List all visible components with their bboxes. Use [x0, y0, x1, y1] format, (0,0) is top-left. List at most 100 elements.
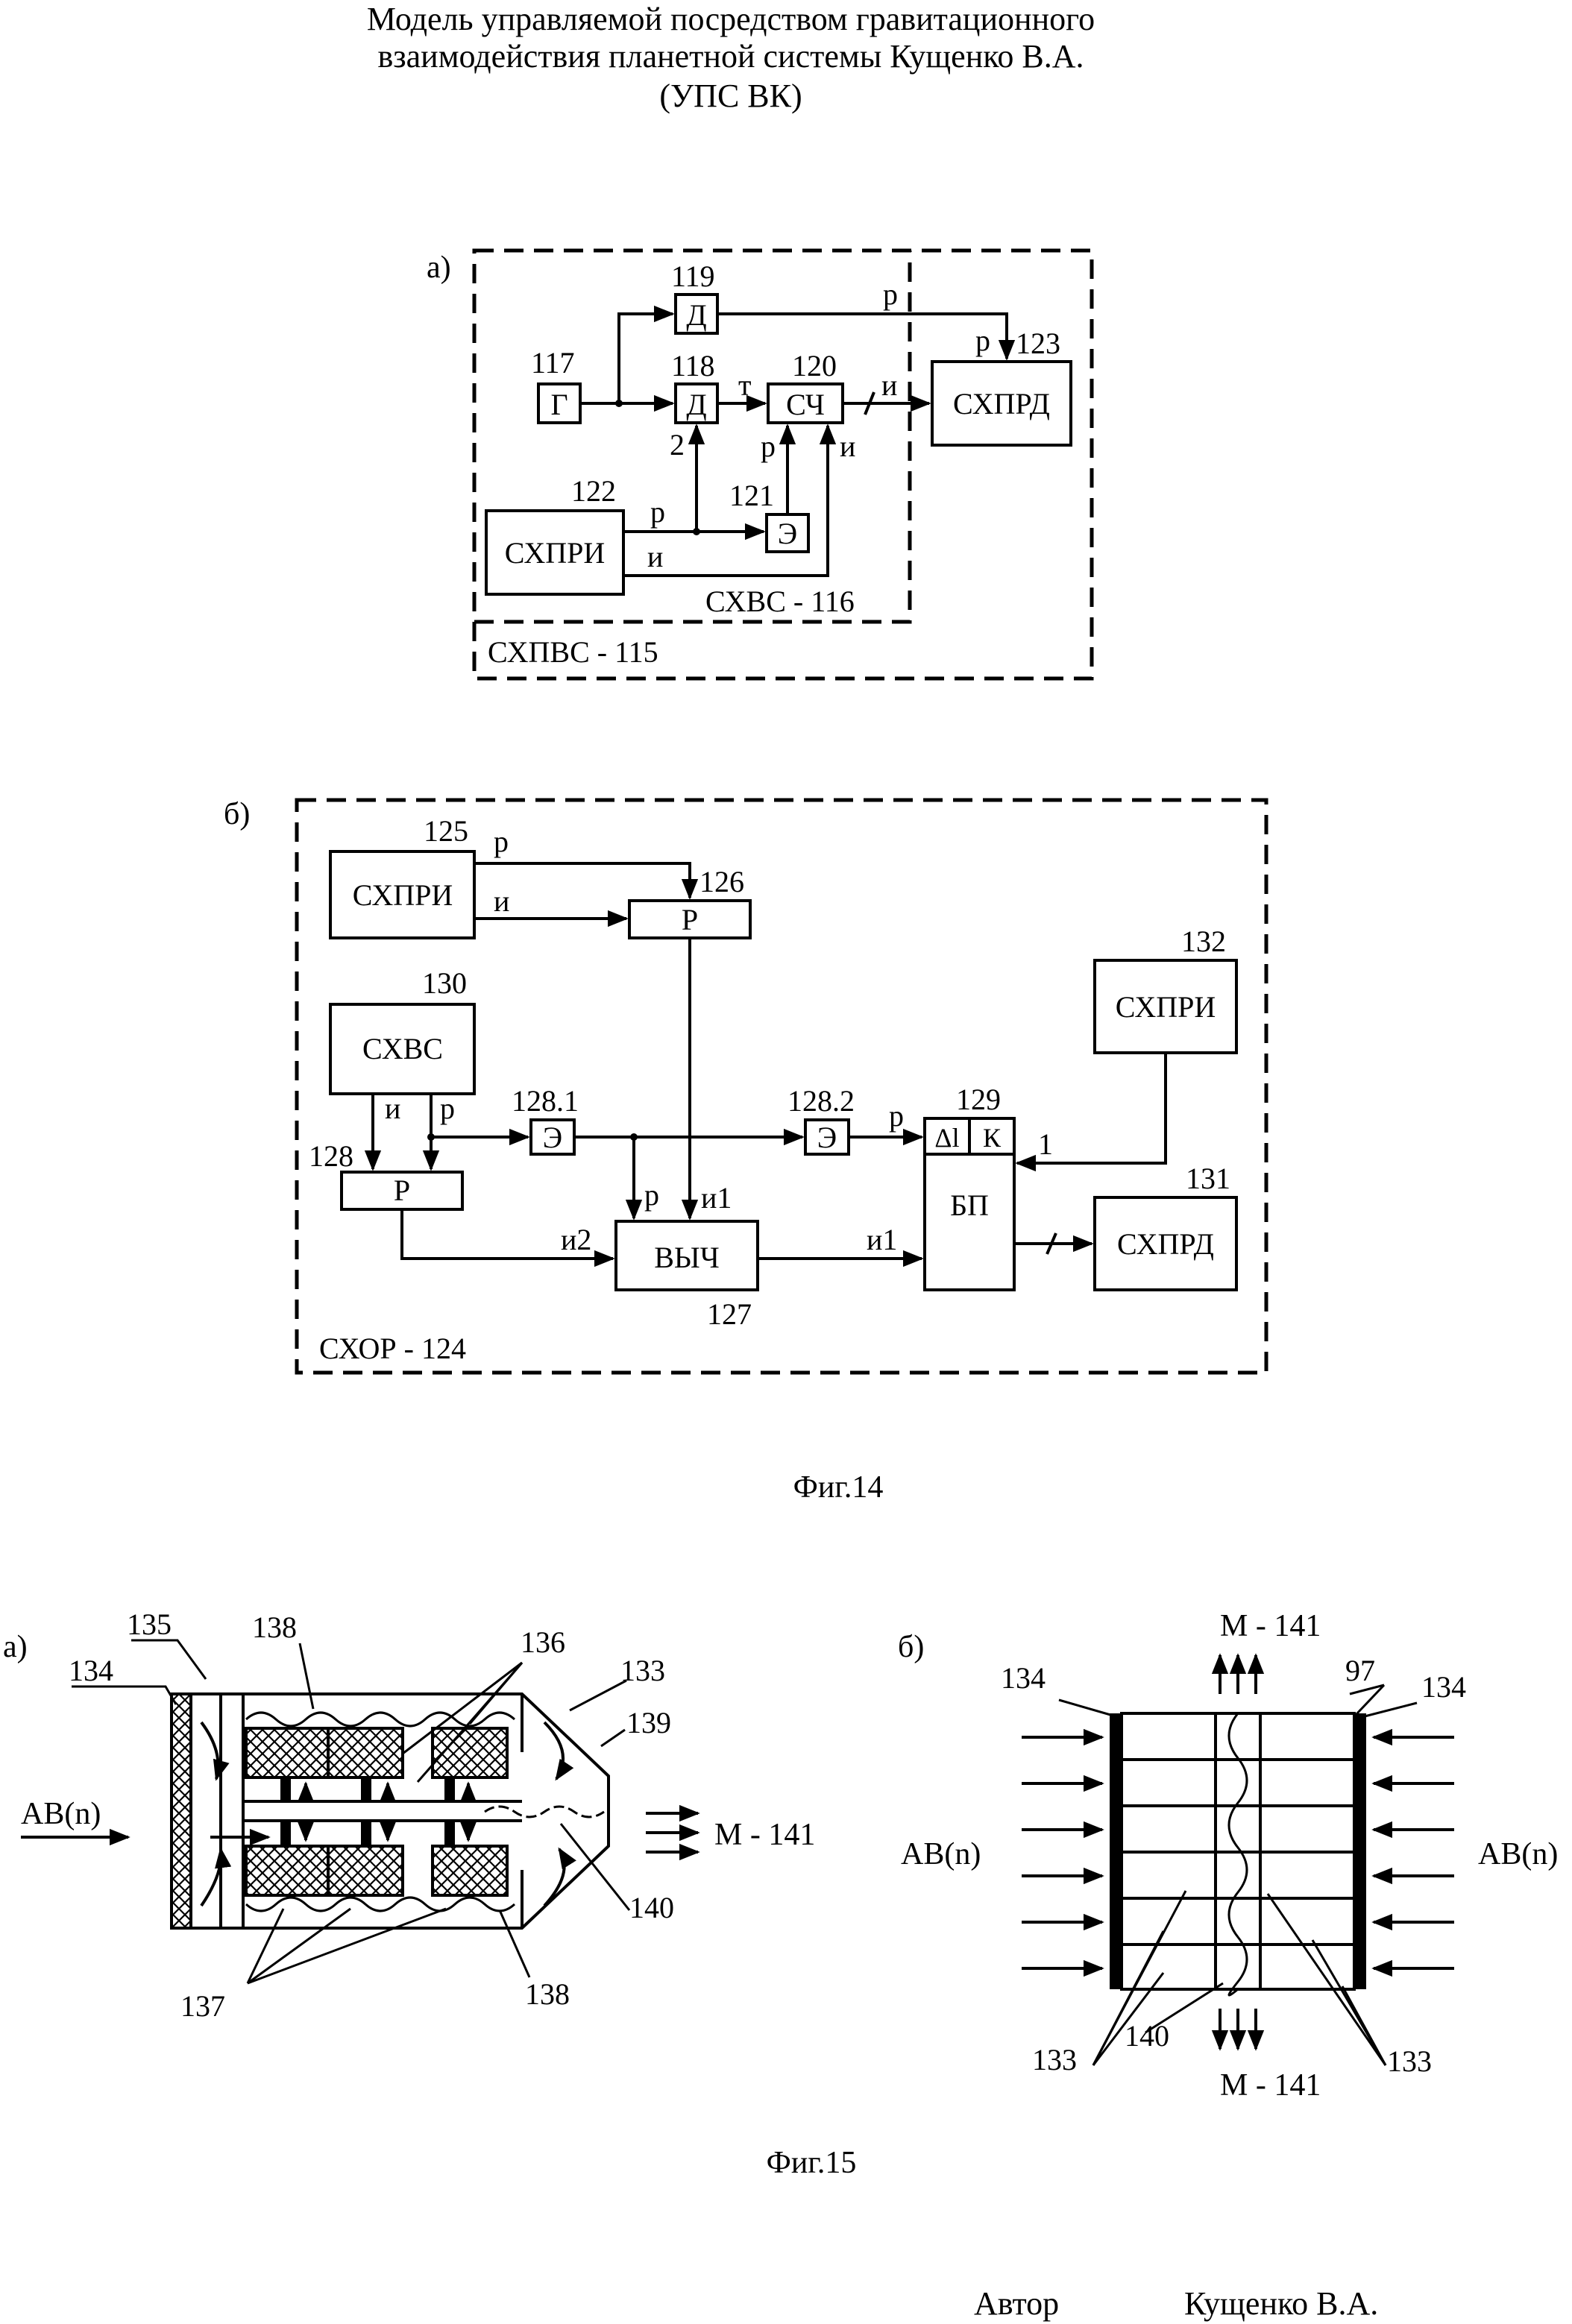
fig15b-num-140: 140 — [1125, 2019, 1169, 2053]
sig-i130: и — [385, 1092, 400, 1125]
block-e121-number: 121 — [729, 479, 774, 512]
block-vych127 — [614, 1220, 759, 1291]
fig15a-num-138-bottom: 138 — [525, 1977, 570, 2011]
fig15b-num-133-left: 133 — [1032, 2043, 1077, 2076]
sig-r125: р — [494, 825, 509, 858]
block-sch-label: СЧ — [786, 388, 825, 421]
block-e121-label: Э — [778, 517, 797, 550]
block-pri125-number: 125 — [424, 814, 468, 848]
fig14a-diagram: а) СХПВС - 115 СХВС - 116 Г 117 Д 119 Д … — [427, 248, 1094, 681]
block-g-label: Г — [550, 388, 568, 421]
block-d119-label: Д — [686, 298, 706, 332]
block-e1281-number: 128.1 — [512, 1084, 579, 1118]
sig-i1-out: и1 — [867, 1223, 897, 1256]
fig15b-diagram: б) — [898, 1609, 1558, 2103]
block-e1282-number: 128.2 — [787, 1084, 855, 1118]
block-bp-dl: Δl — [934, 1123, 959, 1153]
fig15b-input-left: АВ(n) — [901, 1837, 981, 1871]
block-d118-label: Д — [686, 388, 706, 421]
block-prd123-number: 123 — [1016, 327, 1060, 360]
block-r126-label: Р — [682, 903, 698, 936]
sig-r-up: р — [761, 429, 776, 463]
block-bp129-number: 129 — [956, 1083, 1001, 1116]
fig15b-label: б) — [898, 1630, 924, 1664]
fig14b-label: б) — [224, 797, 250, 831]
block-e1282 — [804, 1118, 850, 1156]
sig-r-top: р — [883, 277, 898, 311]
block-e1281-label: Э — [543, 1121, 562, 1154]
fig15a-num-138-top: 138 — [252, 1610, 297, 1644]
block-prd123 — [931, 360, 1072, 447]
sig-i-pri: и — [647, 540, 663, 573]
fig14a-inner-frame — [474, 251, 912, 624]
fig15b-output-bottom: М - 141 — [1220, 2068, 1321, 2103]
fig14b-outer-frame — [295, 798, 1268, 1375]
fig15a-num-134: 134 — [69, 1654, 113, 1687]
block-prd131 — [1093, 1196, 1238, 1291]
sig-two: 2 — [670, 428, 685, 462]
sig-p-vych: р — [644, 1178, 659, 1212]
sig-i1-vych: и1 — [701, 1181, 732, 1215]
block-r126-number: 126 — [699, 865, 744, 898]
fig15b-input-right: АВ(n) — [1478, 1837, 1558, 1871]
fig14a-inner-label: СХВС - 116 — [705, 585, 855, 618]
fig15b-arrows — [1022, 1653, 1454, 2051]
title-line-3: (УПС ВК) — [659, 78, 802, 114]
wave-138-bottom — [245, 1896, 516, 1912]
block-e1282-label: Э — [817, 1121, 837, 1154]
fig14a-label: а) — [427, 251, 451, 285]
fig15a-num-140: 140 — [629, 1891, 674, 1924]
fig15a-label: а) — [3, 1630, 28, 1664]
author-label: Автор — [974, 2285, 1059, 2322]
block-pri122-label: СХПРИ — [505, 536, 606, 570]
magnet-136-3 — [431, 1727, 509, 1779]
title-line-1: Модель управляемой посредством гравитаци… — [367, 1, 1095, 37]
block-r128-label: Р — [394, 1174, 410, 1207]
magnet-137-1 — [245, 1845, 330, 1897]
block-xvs130-number: 130 — [422, 966, 467, 1000]
sig-i-out: и — [881, 368, 897, 402]
fig15a-num-137: 137 — [180, 1989, 225, 2023]
block-prd131-number: 131 — [1186, 1162, 1230, 1195]
block-pri122-number: 122 — [571, 474, 616, 508]
sig-i125: и — [494, 884, 509, 918]
sig-one: 1 — [1038, 1127, 1053, 1161]
block-bp129-label: БП — [950, 1188, 989, 1222]
block-pri125-label: СХПРИ — [353, 878, 453, 912]
sig-r-123: р — [975, 324, 990, 357]
fig15a-input: АВ(n) — [21, 1797, 101, 1831]
author-name: Кущенко В.А. — [1184, 2285, 1378, 2322]
fig15a-diagram: а) — [3, 1607, 815, 2023]
sig-i-up: и — [840, 429, 855, 463]
fig15b-output-top: М - 141 — [1220, 1609, 1321, 1643]
fig14a-outer-label: СХПВС - 115 — [488, 635, 658, 669]
fig15a-num-136: 136 — [521, 1625, 565, 1659]
fig14a-connections — [580, 305, 1016, 577]
block-pri122 — [485, 509, 625, 596]
wall-134 — [170, 1692, 192, 1930]
sig-r-e2: р — [889, 1099, 904, 1133]
plate-134-left — [1110, 1713, 1122, 1989]
wave-140 — [484, 1805, 605, 1818]
block-d119-number: 119 — [671, 259, 715, 293]
block-vych127-number: 127 — [707, 1297, 752, 1331]
block-xvs130-label: СХВС — [362, 1032, 443, 1065]
block-g-number: 117 — [531, 346, 575, 380]
magnet-137-3 — [431, 1845, 509, 1897]
block-pri132-label: СХПРИ — [1116, 990, 1216, 1024]
block-pri132-number: 132 — [1181, 925, 1226, 958]
fig14-caption: Фиг.14 — [793, 1470, 884, 1505]
block-d118 — [674, 382, 719, 424]
block-vych127-label: ВЫЧ — [654, 1241, 720, 1274]
fig15b-num-134-left: 134 — [1001, 1661, 1046, 1695]
block-xvs130 — [329, 1003, 476, 1095]
block-prd131-label: СХПРД — [1117, 1227, 1214, 1261]
sig-i2: и2 — [561, 1223, 591, 1256]
magnet-137-2 — [327, 1845, 404, 1897]
block-pri132 — [1093, 959, 1238, 1054]
fig15a-num-139: 139 — [626, 1706, 671, 1739]
fig14a-outer-frame — [472, 248, 1094, 681]
fig15a-num-135: 135 — [127, 1607, 172, 1641]
block-bp-k: К — [983, 1123, 1002, 1153]
title: Модель управляемой посредством гравитаци… — [367, 1, 1095, 114]
